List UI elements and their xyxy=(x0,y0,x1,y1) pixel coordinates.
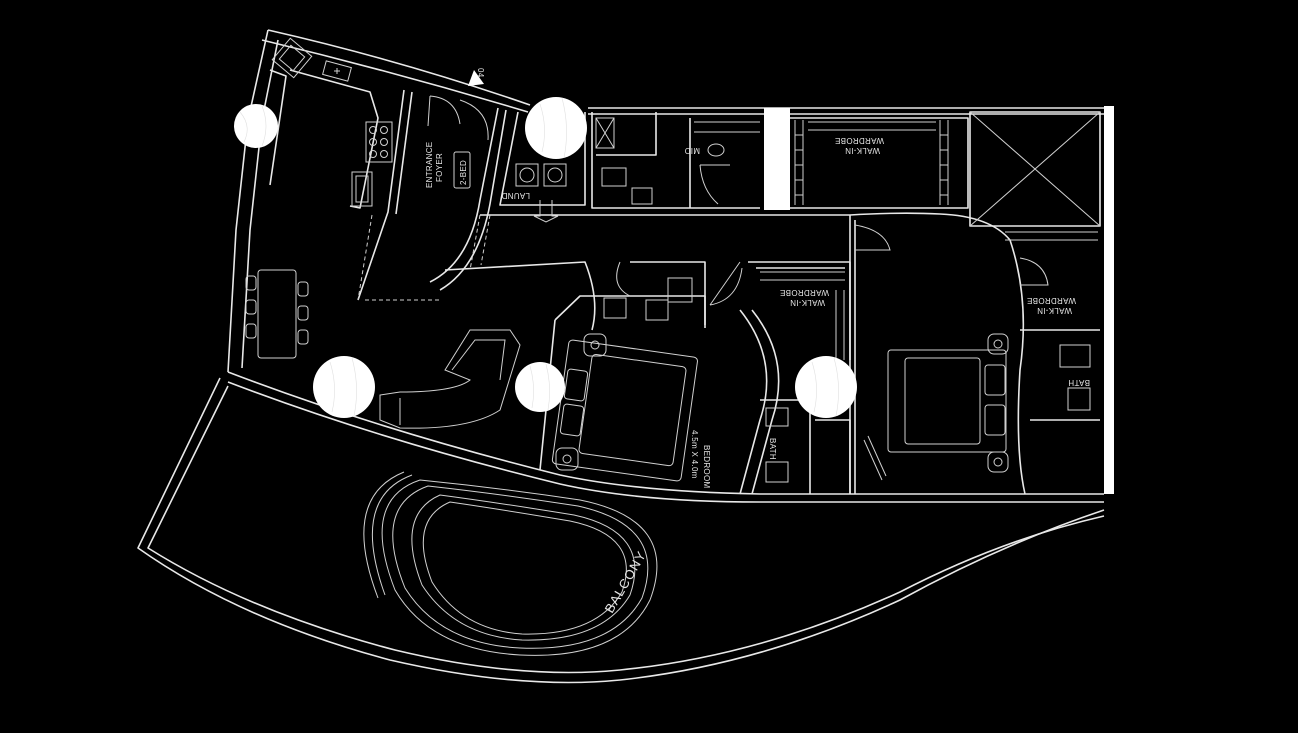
interior-walls xyxy=(269,69,1101,495)
svg-text:WALK-IN WARDROBE: WALK-IN WARDROBE xyxy=(780,288,829,307)
bath-mid-label: BATH xyxy=(768,438,777,460)
outer-walls xyxy=(227,29,1114,503)
mid-label: MID xyxy=(684,146,700,155)
walkin-mid-line2: WARDROBE xyxy=(780,288,829,297)
walkin-right-line2: WARDROBE xyxy=(1027,296,1076,305)
kitchen-fixtures xyxy=(271,37,393,207)
hotspots xyxy=(234,97,857,418)
laundry-label: LAUND xyxy=(501,191,530,200)
room-labels: 04 ENTRANCE FOYER 2-BED LAUND MID WALK-I… xyxy=(425,68,1090,616)
entrance-label-line1: ENTRANCE xyxy=(425,142,434,188)
unit-type-badge: 2-BED xyxy=(453,151,471,189)
unit-type-label: 2-BED xyxy=(459,160,468,185)
hotspot-laundry[interactable] xyxy=(525,97,587,159)
dashed-lines xyxy=(357,214,491,301)
master-bed xyxy=(887,333,1009,473)
walkin-mid-line1: WALK-IN xyxy=(790,298,825,307)
bedroom-label: BEDROOM xyxy=(702,445,711,488)
hotspot-kitchen[interactable] xyxy=(234,104,278,148)
laundry-machines xyxy=(515,117,1091,483)
svg-text:ENTRANCE FOYER: ENTRANCE FOYER xyxy=(425,139,444,188)
bath-right-label: BATH xyxy=(1068,378,1090,387)
cooktop xyxy=(365,121,393,163)
sofa xyxy=(379,329,521,429)
entrance-label-line2: FOYER xyxy=(435,153,444,182)
walkin-top-line2: WARDROBE xyxy=(835,136,884,145)
balcony-label: BALCONY xyxy=(602,548,650,615)
svg-text:WALK-IN WARDROBE: WALK-IN WARDROBE xyxy=(1027,296,1076,315)
bedroom-bed xyxy=(551,333,698,482)
dining-table xyxy=(245,269,309,359)
walkin-top-line1: WALK-IN xyxy=(845,146,880,155)
north-arrow-icon xyxy=(468,70,484,86)
hotspot-bath[interactable] xyxy=(795,356,857,418)
balcony xyxy=(137,377,1105,684)
svg-text:WALK-IN WARDROBE: WALK-IN WARDROBE xyxy=(835,136,884,155)
structural-column xyxy=(764,108,790,210)
walkin-right-line1: WALK-IN xyxy=(1037,306,1072,315)
hotspot-living[interactable] xyxy=(313,356,375,418)
wardrobe-racks xyxy=(694,120,1098,360)
doors xyxy=(427,95,1049,306)
hotspot-lounge[interactable] xyxy=(515,362,565,412)
bedroom-dims-label: 4.5m X 4.0m xyxy=(690,430,699,479)
north-marker-label: 04 xyxy=(476,68,485,78)
